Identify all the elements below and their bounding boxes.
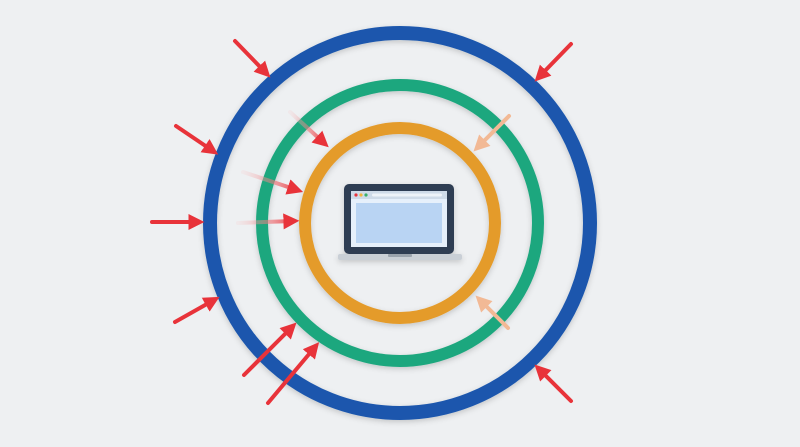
arrow-icon: [236, 213, 300, 230]
arrow-icon: [475, 295, 510, 330]
threat-arrows-outer: [150, 39, 573, 403]
arrow-icon: [473, 114, 511, 152]
arrow-icon: [288, 110, 329, 148]
arrow-icon: [241, 170, 304, 195]
arrow-icon: [534, 364, 573, 403]
inner-ring: [299, 122, 501, 324]
arrow-icon: [242, 322, 297, 377]
arrow-icon: [173, 296, 220, 324]
arrow-icon: [534, 42, 573, 82]
threat-arrows-blocked: [473, 114, 511, 330]
laptop-icon: [338, 184, 462, 260]
arrow-icon: [266, 342, 320, 405]
threat-arrows-passing: [236, 110, 329, 405]
arrow-icon: [174, 124, 219, 155]
arrow-icon: [233, 39, 271, 78]
outer-ring: [203, 26, 597, 420]
